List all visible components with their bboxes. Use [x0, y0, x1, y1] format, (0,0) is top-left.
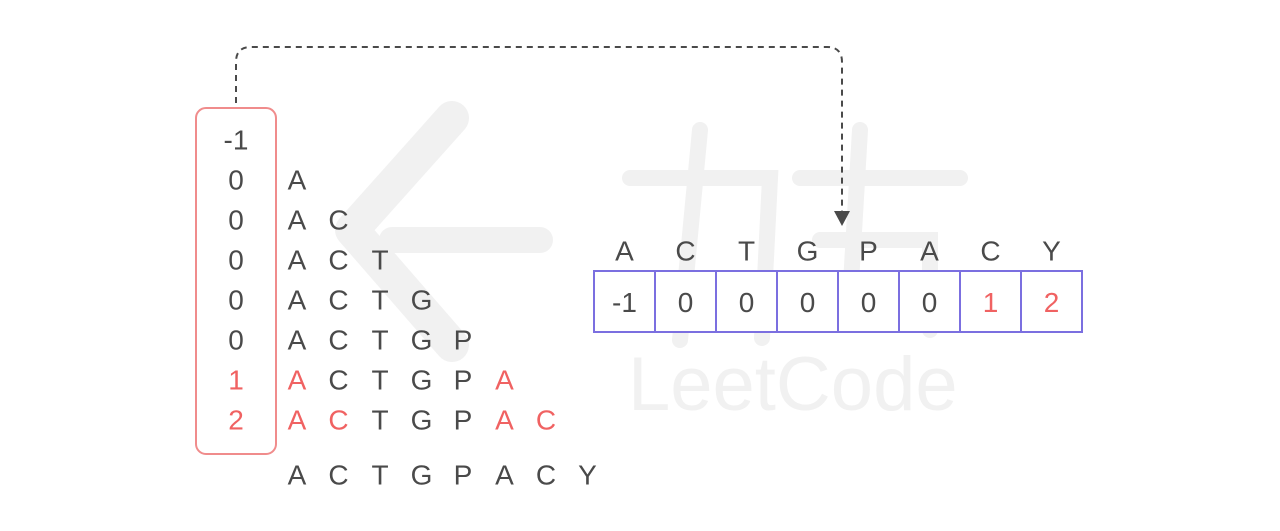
- prefix-value: 0: [228, 205, 244, 236]
- next-header-char: C: [980, 236, 1000, 267]
- next-array-value: 1: [983, 287, 999, 318]
- next-array-value: 2: [1044, 287, 1060, 318]
- next-array-cell: [776, 270, 839, 333]
- prefix-char: C: [328, 365, 348, 396]
- prefix-char: P: [454, 365, 473, 396]
- prefix-char: A: [288, 365, 307, 396]
- prefix-char: A: [495, 405, 514, 436]
- pattern-char: Y: [578, 460, 597, 491]
- next-header-char: A: [920, 236, 939, 267]
- prefix-char: A: [288, 165, 307, 196]
- next-array-cell: [1020, 270, 1083, 333]
- prefix-char: T: [371, 245, 388, 276]
- prefix-char: C: [328, 245, 348, 276]
- next-array-value: 0: [800, 287, 816, 318]
- prefix-char: T: [371, 365, 388, 396]
- prefix-char: G: [411, 365, 433, 396]
- prefix-char: A: [495, 365, 514, 396]
- leetcode-logo-icon: [335, 101, 469, 362]
- next-header-char: Y: [1042, 236, 1061, 267]
- pattern-char: C: [328, 460, 348, 491]
- prefix-char: C: [328, 285, 348, 316]
- prefix-char: T: [371, 405, 388, 436]
- prefix-value: 0: [228, 285, 244, 316]
- prefix-char: A: [288, 325, 307, 356]
- next-header-char: G: [797, 236, 819, 267]
- pattern-char: A: [495, 460, 514, 491]
- next-array: -1 0 0 0 0 0 1 2: [593, 270, 1083, 333]
- pattern-char: T: [371, 460, 388, 491]
- prefix-char: G: [411, 405, 433, 436]
- prefix-char: C: [536, 405, 556, 436]
- prefix-value: 0: [228, 165, 244, 196]
- prefix-char: T: [371, 285, 388, 316]
- watermark-brand-text: LeetCode: [628, 342, 958, 427]
- prefix-char: C: [328, 205, 348, 236]
- prefix-char: C: [328, 325, 348, 356]
- prefix-char: A: [288, 205, 307, 236]
- next-array-cell: [837, 270, 900, 333]
- dashed-connector-arrow: [235, 46, 850, 226]
- next-array-cell: [593, 270, 656, 333]
- pattern-char: A: [288, 460, 307, 491]
- prefix-value-highlight-box: [195, 107, 277, 455]
- prefix-char: C: [328, 405, 348, 436]
- next-array-value: 0: [861, 287, 877, 318]
- pattern-char: G: [411, 460, 433, 491]
- prefix-value: 0: [228, 325, 244, 356]
- next-array-value: 0: [922, 287, 938, 318]
- next-array-cell: [959, 270, 1022, 333]
- prefix-value: 2: [228, 405, 244, 436]
- prefix-char: P: [454, 405, 473, 436]
- prefix-row: -1: [224, 125, 249, 156]
- prefix-char: P: [454, 325, 473, 356]
- pattern-char: C: [536, 460, 556, 491]
- next-array-value: -1: [612, 287, 637, 318]
- next-header-char: C: [675, 236, 695, 267]
- prefix-value: 0: [228, 245, 244, 276]
- prefix-char: G: [411, 285, 433, 316]
- prefix-char: A: [288, 245, 307, 276]
- next-header-char: P: [859, 236, 878, 267]
- next-array-value: 0: [678, 287, 694, 318]
- leetcode-watermark: LeetCode: [335, 101, 968, 427]
- next-header-char: T: [738, 236, 755, 267]
- arrow-head-icon: [834, 211, 850, 226]
- prefix-value: 1: [228, 365, 244, 396]
- pattern-char: P: [454, 460, 473, 491]
- next-header-char: A: [615, 236, 634, 267]
- prefix-char: T: [371, 325, 388, 356]
- next-array-value: 0: [739, 287, 755, 318]
- next-array-cell: [715, 270, 778, 333]
- prefix-char: G: [411, 325, 433, 356]
- prefix-char: A: [288, 285, 307, 316]
- prefix-char: A: [288, 405, 307, 436]
- prefix-value: -1: [224, 125, 249, 156]
